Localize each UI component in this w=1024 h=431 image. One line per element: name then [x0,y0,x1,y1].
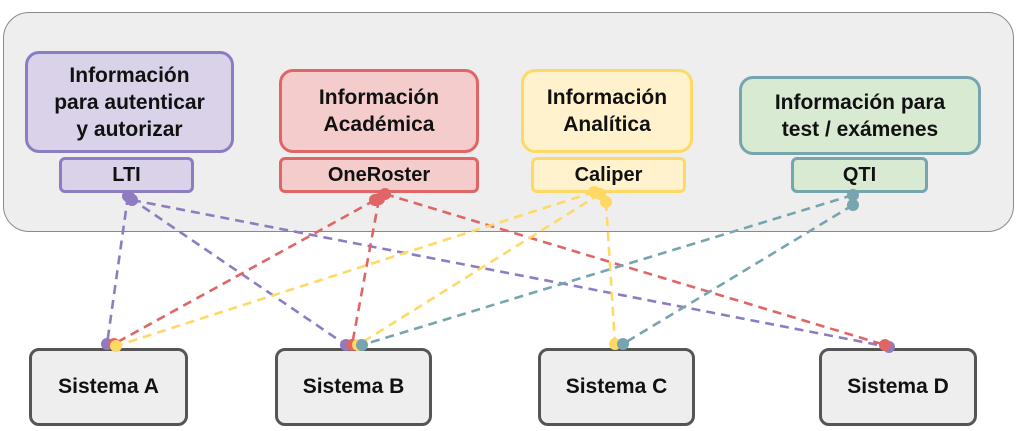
system-box-c: Sistema C [538,348,695,426]
category-box-analytics: Información Analítica [521,69,693,153]
connector-oneroster-sistema-b [350,198,381,346]
category-box-academic: Información Académica [279,69,479,153]
connector-lti-sistema-a [105,195,130,345]
connector-caliper-sistema-c [604,201,617,345]
endpoint-dot-2-start [126,194,138,206]
standard-box-qti: QTI [791,157,928,193]
endpoint-dot-5-end [879,339,891,351]
system-box-b: Sistema B [275,348,432,426]
category-box-tests: Información para test / exámenes [739,76,981,155]
connector-caliper-sistema-a [115,190,595,348]
endpoint-dot-10-end [617,338,629,350]
connector-qti-sistema-b [361,193,854,347]
system-box-d: Sistema D [819,348,977,426]
connector-qti-sistema-c [622,203,854,346]
endpoint-dot-5-start [379,188,391,200]
endpoint-dot-6-end [110,340,122,352]
category-box-auth: Información para autenticar y autorizar [25,51,234,153]
standard-box-caliper: Caliper [531,157,686,193]
connector-caliper-sistema-b [357,192,601,347]
system-box-a: Sistema A [29,348,188,426]
endpoint-dot-8-start [600,196,612,208]
endpoint-dot-9-end [356,339,368,351]
connector-oneroster-sistema-a [113,198,376,346]
endpoint-dot-10-start [847,199,859,211]
connector-oneroster-sistema-d [384,192,886,347]
endpoint-dot-9-start [847,189,859,201]
standard-box-oneroster: OneRoster [279,157,479,193]
connector-lti-sistema-b [129,196,347,347]
connector-lti-sistema-d [131,198,890,349]
